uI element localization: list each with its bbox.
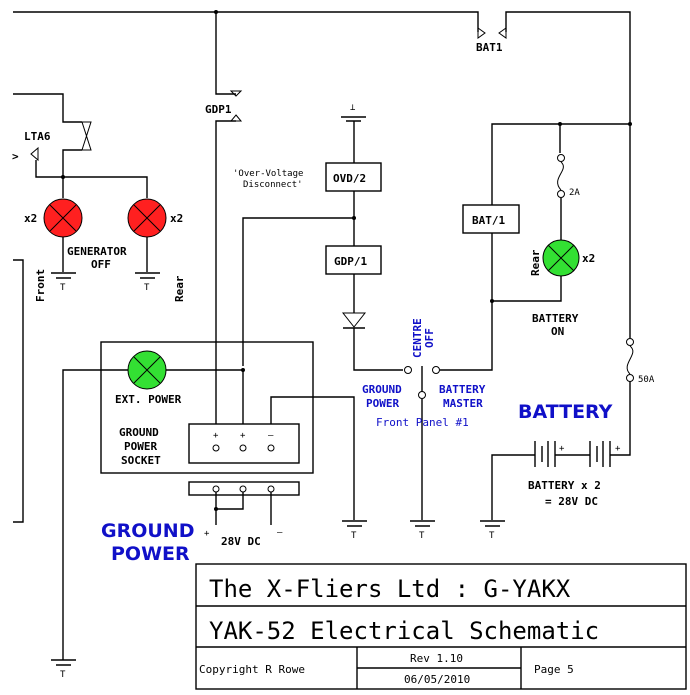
fuse-50a: 50A	[626, 338, 655, 385]
drawing-title: YAK-52 Electrical Schematic	[209, 617, 599, 645]
dc-plus: +	[204, 529, 210, 539]
socket-label-3: SOCKET	[121, 454, 161, 467]
battery-on-label-1: BATTERY	[532, 312, 579, 325]
socket-label-1: GROUND	[119, 426, 159, 439]
gdp-relay: GDP/1	[325, 245, 382, 275]
front-lamp-mult: x2	[24, 212, 37, 225]
pin-plus-1: +	[213, 431, 219, 441]
gdp-relay-label: GDP/1	[334, 255, 367, 268]
diode	[341, 312, 367, 329]
ovd2-relay: OVD/2	[325, 162, 382, 192]
copyright: Copyright R Rowe	[199, 663, 305, 676]
ground-symbol: T	[51, 272, 76, 293]
generator-off-label-1: GENERATOR	[67, 245, 127, 258]
svg-text:T: T	[144, 283, 150, 293]
lta6-contact: LTA6 >	[12, 93, 148, 198]
battery-master-label-1: BATTERY	[439, 383, 486, 396]
top-ground: ⊥	[341, 103, 366, 163]
gdp1-label: GDP1	[205, 103, 232, 116]
svg-text:T: T	[419, 531, 425, 541]
arrow-glyph: >	[12, 150, 19, 163]
left-bracket	[13, 259, 24, 523]
bat1-label: BAT1	[476, 41, 503, 54]
wire	[242, 217, 354, 366]
rear-lamp-mult: x2	[170, 212, 183, 225]
ground-symbol: T	[410, 520, 435, 541]
bat-relay-label: BAT/1	[472, 214, 505, 227]
fuse-2a: 2A	[557, 124, 580, 241]
ext-power-label: EXT. POWER	[115, 393, 182, 406]
off-label: OFF	[423, 328, 436, 348]
battery-voltage-label: = 28V DC	[545, 495, 598, 508]
dc-minus: –	[277, 528, 283, 538]
pin-plus-2: +	[240, 431, 246, 441]
ovd-note-1: 'Over-Voltage	[233, 169, 303, 179]
ground-symbol: T	[135, 272, 160, 293]
ground-symbol: T	[342, 520, 367, 541]
ground-battery-master-switch[interactable]	[404, 123, 631, 520]
front-label: Front	[34, 269, 47, 302]
ext-power-lamp	[127, 350, 243, 390]
bat1-contact: BAT1	[476, 27, 507, 54]
generator-off-lamp-front: x2	[24, 177, 83, 272]
generator-off-lamp-rear: x2	[127, 198, 183, 272]
battery-plus-2: +	[615, 444, 621, 454]
ovd2-label: OVD/2	[333, 172, 366, 185]
ground-power-socket-panel	[100, 341, 314, 474]
battery-on-rear: Rear	[529, 249, 542, 276]
title-block: The X-Fliers Ltd : G-YAKX YAK-52 Electri…	[195, 563, 687, 690]
top-bus	[13, 10, 631, 456]
gdp1-contact: GDP1	[205, 12, 243, 372]
socket-label-2: POWER	[124, 440, 157, 453]
ground-power-plug: + 28V DC –	[188, 481, 300, 548]
svg-text:T: T	[489, 531, 495, 541]
revision: Rev 1.10	[410, 652, 463, 665]
svg-text:T: T	[351, 531, 357, 541]
battery-x2-label: BATTERY x 2	[528, 479, 601, 492]
wire	[353, 328, 403, 371]
battery-on-lamp: x2 Rear	[492, 239, 595, 302]
wire	[62, 369, 128, 660]
fuse-2a-label: 2A	[569, 188, 580, 198]
ground-power-switch-label-1: GROUND	[362, 383, 402, 396]
rear-label: Rear	[173, 275, 186, 302]
page-number: Page 5	[534, 663, 574, 676]
centre-label: CENTRE	[411, 318, 424, 358]
dc-voltage-label: 28V DC	[221, 535, 261, 548]
svg-text:⊥: ⊥	[350, 103, 356, 113]
company-title: The X-Fliers Ltd : G-YAKX	[209, 575, 571, 603]
pin-minus: –	[268, 431, 274, 441]
date: 06/05/2010	[404, 673, 470, 686]
ground-symbol: T	[51, 659, 76, 680]
front-panel-label: Front Panel #1	[376, 416, 469, 429]
svg-text:T: T	[60, 670, 66, 680]
battery-on-mult: x2	[582, 252, 595, 265]
battery-plus-1: +	[559, 444, 565, 454]
fuse-50a-label: 50A	[638, 375, 655, 385]
socket-pins: + + –	[188, 370, 355, 520]
generator-off-label-2: OFF	[91, 258, 111, 271]
battery-master-label-2: MASTER	[443, 397, 483, 410]
ovd-note-2: Disconnect'	[243, 180, 303, 190]
ground-power-section-2: POWER	[111, 543, 190, 565]
battery-on-label-2: ON	[551, 325, 564, 338]
battery-cells: + +	[491, 441, 621, 520]
bat-relay: BAT/1	[462, 204, 520, 234]
svg-text:T: T	[60, 283, 66, 293]
ground-power-section-1: GROUND	[101, 520, 194, 542]
ground-symbol: T	[480, 520, 505, 541]
battery-section-label: BATTERY	[518, 401, 613, 423]
ground-power-switch-label-2: POWER	[366, 397, 399, 410]
lta6-label: LTA6	[24, 130, 51, 143]
